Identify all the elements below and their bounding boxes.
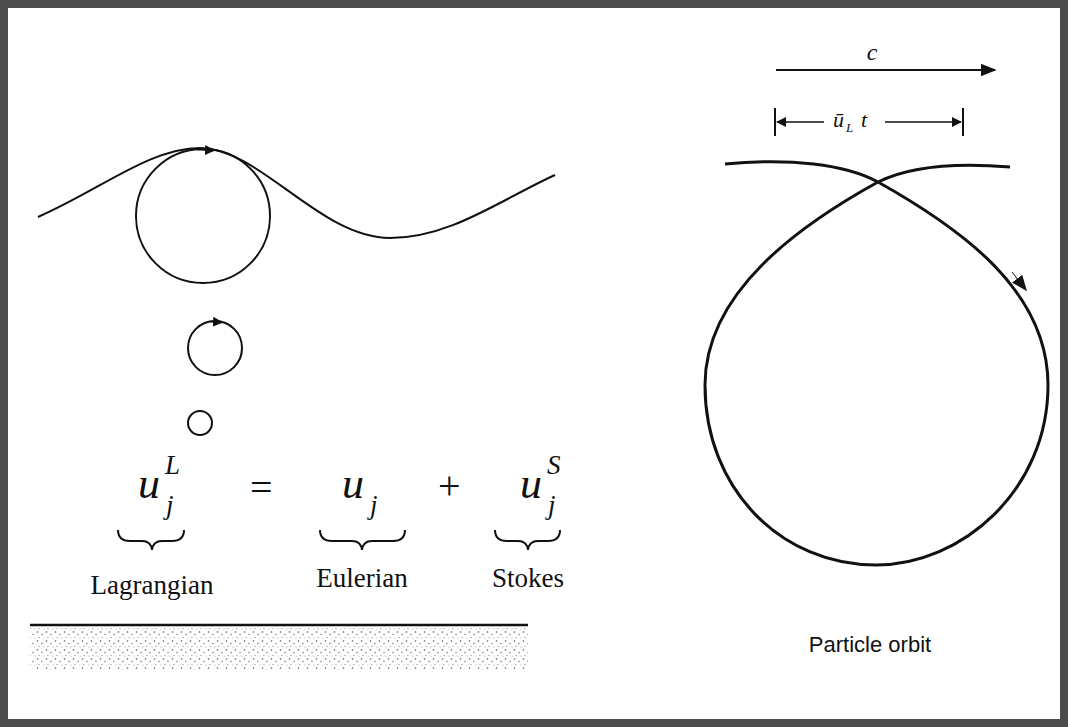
orbit-arrow — [196, 150, 214, 151]
operator: + — [438, 466, 461, 506]
symbol: u — [342, 462, 364, 506]
panel — [8, 8, 1060, 719]
symbol: u — [138, 462, 160, 506]
bracket-arrow — [777, 121, 824, 123]
orbit-circle — [136, 149, 270, 283]
subscript: j — [370, 492, 378, 519]
symbol: u — [520, 462, 542, 506]
bracket-arrow — [885, 121, 961, 123]
underbrace — [118, 530, 184, 550]
orbit-arrow — [210, 322, 222, 323]
underbrace — [320, 530, 405, 550]
speed-label: c — [867, 40, 878, 64]
sea-bed — [30, 626, 528, 670]
underbrace — [495, 530, 560, 550]
wave-surface — [38, 148, 555, 238]
phase-speed-arrow — [776, 69, 995, 71]
bracket-tick — [962, 108, 964, 136]
bracket-tick — [774, 108, 776, 136]
superscript: S — [547, 452, 561, 479]
drift-symbol: t — [861, 109, 867, 131]
orbit-circle — [188, 321, 242, 375]
subscript: j — [166, 492, 174, 519]
caption-label: Particle orbit — [809, 634, 931, 656]
orbit-circle — [188, 411, 212, 435]
orbit-arrow — [1012, 272, 1026, 290]
sea-bed-line — [30, 624, 528, 627]
term-label: Stokes — [492, 565, 564, 592]
drift-symbol: ū — [833, 109, 844, 131]
subscript: L — [846, 121, 853, 134]
particle-orbit — [705, 162, 1048, 565]
subscript: j — [548, 492, 556, 519]
operator: = — [250, 468, 273, 508]
superscript: L — [165, 452, 180, 479]
term-label: Eulerian — [316, 565, 407, 592]
term-label: Lagrangian — [91, 572, 214, 599]
